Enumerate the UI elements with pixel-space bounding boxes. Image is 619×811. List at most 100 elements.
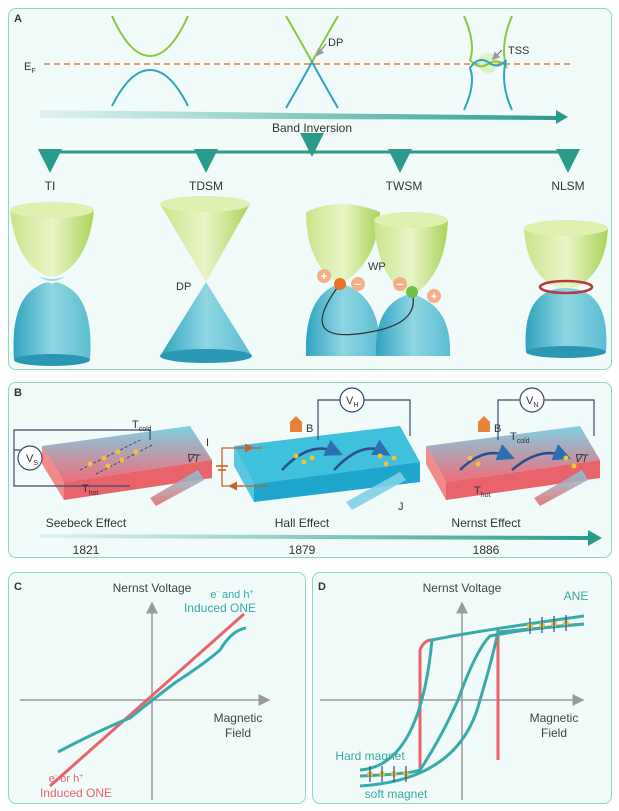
weyl-point-right: [406, 286, 418, 298]
ti-conduction-top: [10, 202, 94, 218]
band-sketch-tss-valence: [463, 59, 513, 111]
hall-right-trajectory: [333, 439, 391, 471]
category-ti: TI: [45, 179, 56, 193]
c-linear-curve: [49, 612, 245, 788]
panel-d-label: D: [318, 581, 326, 593]
effect-nernst: Nernst Effect: [451, 516, 521, 530]
c-x-label-1: Magnetic: [214, 711, 263, 725]
category-twsm: TWSM: [386, 179, 423, 193]
nernst-left-trajectory: [459, 444, 515, 471]
seebeck-grad-t: ∇T: [186, 453, 201, 465]
seebeck-gradient-bar: [150, 470, 204, 506]
hall-left-trajectory: [281, 439, 343, 471]
chirality-minus-left: [351, 277, 365, 291]
ti-surface-state: [38, 276, 66, 281]
c-eor-label-1: e- or h+: [49, 773, 84, 785]
seebeck-tcold: Tcold: [132, 419, 152, 433]
tss-pointer: [491, 49, 503, 61]
twsm-right-valence: [375, 294, 451, 356]
twsm-left-conduction: [306, 204, 380, 281]
ti-valence-bottom: [14, 354, 90, 366]
tss-label: TSS: [508, 45, 529, 57]
twsm-right-top: [374, 212, 448, 228]
nernst-right-trajectory: [511, 444, 571, 471]
ti-valence-band: [13, 282, 91, 360]
chirality-plus-right-sign: +: [431, 291, 437, 303]
dp-cone-label: DP: [176, 281, 191, 293]
d-y-label: Nernst Voltage: [423, 581, 502, 595]
nernst-field-label: B: [494, 423, 501, 435]
band-sketch-tss-conduction: [463, 15, 513, 70]
chirality-plus-right: [427, 289, 441, 303]
panel-a-label: A: [14, 13, 22, 25]
seebeck-voltmeter: [17, 445, 43, 471]
hall-j-label: J: [398, 501, 404, 513]
hall-current-label: I: [206, 437, 209, 449]
chirality-plus-left: [317, 269, 331, 283]
fermi-level-label: EF: [24, 61, 36, 75]
nernst-gradient-bar: [534, 470, 588, 506]
seebeck-voltmeter-label: VS: [26, 453, 38, 467]
d-ane-label: ANE: [564, 589, 589, 603]
hall-voltmeter-label: VH: [346, 395, 358, 409]
hall-field-icon: [290, 416, 302, 432]
year-1886: 1886: [473, 543, 500, 557]
nernst-carriers: [467, 455, 577, 469]
c-nonlinear-curve: [57, 626, 247, 754]
band-sketch-gap-conduction: [111, 15, 189, 58]
category-tdsm: TDSM: [189, 179, 223, 193]
year-1879: 1879: [289, 543, 316, 557]
d-ane-spins: [527, 615, 569, 634]
tdsm-upper-top: [160, 196, 250, 212]
band-sketch-dirac-valence: [285, 59, 339, 109]
twsm-fermi-arc: [321, 283, 414, 336]
effect-hall: Hall Effect: [275, 516, 330, 530]
d-hard-spins: [367, 766, 409, 782]
twsm-left-valence: [305, 284, 381, 356]
effect-seebeck: Seebeck Effect: [46, 516, 127, 530]
twsm-right-conduction: [374, 213, 448, 293]
category-nlsm: NLSM: [551, 179, 584, 193]
band-sketch-gap-valence: [111, 68, 189, 107]
nernst-voltmeter-label: VN: [526, 395, 538, 409]
d-soft-label: soft magnet: [365, 787, 428, 801]
hall-carriers: [293, 453, 397, 467]
d-x-label-1: Magnetic: [530, 711, 579, 725]
d-soft-loop-lower: [359, 622, 585, 788]
nlsm-conduction-top: [524, 220, 608, 236]
c-eh-label-1: e- and h+: [210, 589, 253, 601]
hall-voltmeter: [339, 387, 365, 413]
c-eor-label-2: Induced ONE: [40, 786, 112, 800]
hall-slab-front: [254, 462, 420, 502]
nernst-thot: Thot: [474, 485, 491, 499]
weyl-point-left: [334, 278, 346, 290]
seebeck-slab-top: [42, 426, 212, 482]
c-y-label: Nernst Voltage: [113, 581, 192, 595]
nernst-grad-t: ∇T: [574, 453, 589, 465]
chirality-minus-right: [393, 277, 407, 291]
d-hard-loop-left: [418, 638, 433, 770]
c-x-label-2: Field: [225, 726, 251, 740]
dp-pointer: [316, 43, 327, 57]
nernst-field-icon: [478, 416, 490, 432]
chirality-minus-right-sign: −: [397, 279, 403, 291]
nlsm-conduction-band: [524, 222, 608, 288]
nernst-voltmeter: [519, 387, 545, 413]
chirality-minus-left-sign: −: [355, 279, 361, 291]
seebeck-thot: Thot: [82, 483, 99, 497]
ti-conduction-band: [10, 204, 94, 277]
seebeck-slab-front: [64, 460, 212, 500]
tdsm-lower-bottom: [160, 349, 252, 363]
year-1821: 1821: [73, 543, 100, 557]
hall-slab-side: [234, 446, 254, 502]
nlsm-valence-band: [525, 288, 607, 352]
timeline-arrowhead: [588, 530, 602, 546]
nernst-circuit: [497, 399, 595, 440]
panel-c-label: C: [14, 581, 22, 593]
seebeck-carriers: [79, 439, 155, 475]
nernst-tcold: Tcold: [510, 431, 530, 445]
panel-b-label: B: [14, 387, 22, 399]
timeline-arrow: [40, 534, 590, 540]
band-inversion-arrowhead: [556, 110, 568, 124]
